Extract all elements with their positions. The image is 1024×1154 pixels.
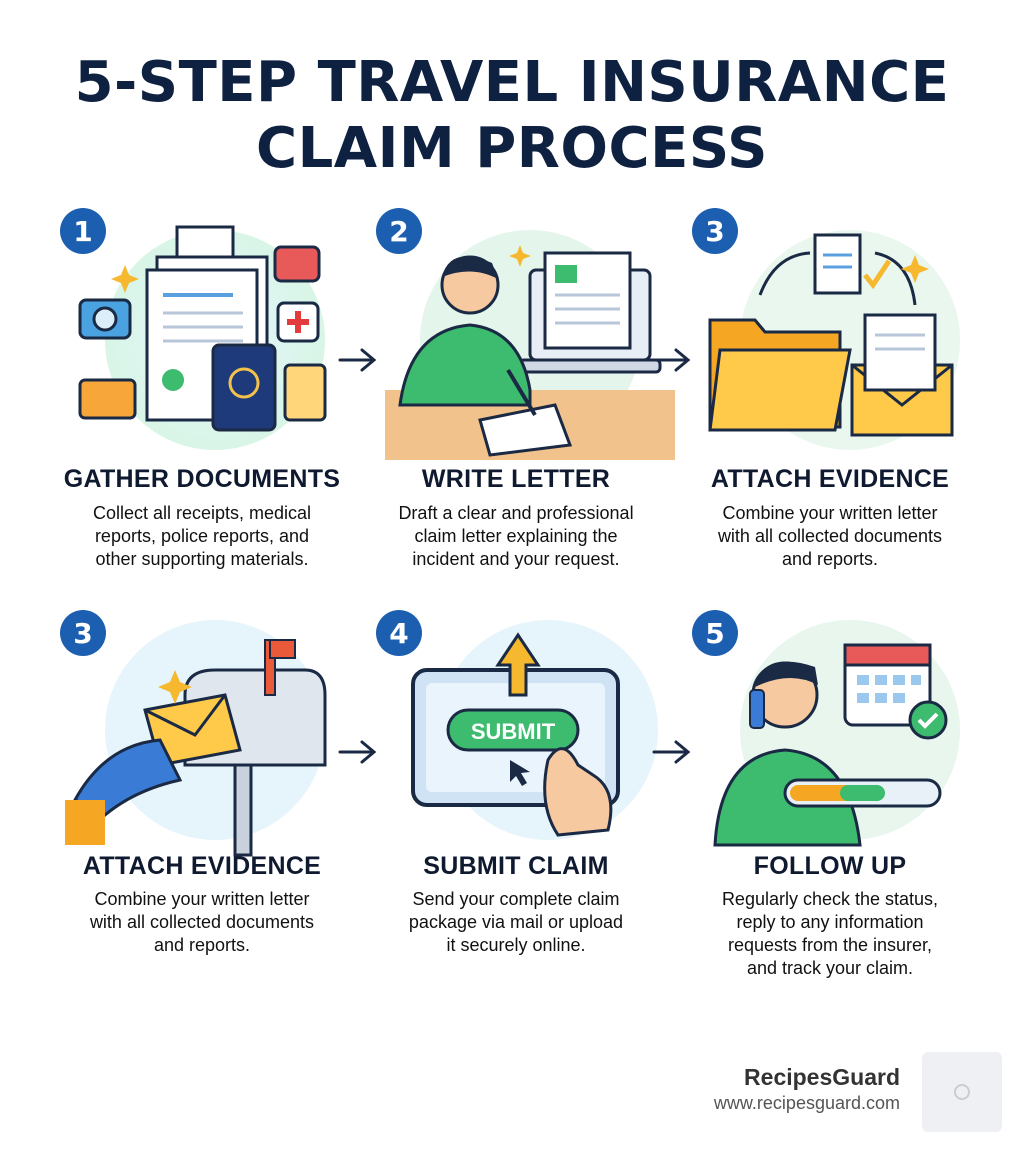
page-title: 5-STEP TRAVEL INSURANCE CLAIM PROCESS [0,50,1024,182]
desc-line: Combine your written letter [722,503,938,523]
step-title: FOLLOW UP [753,852,907,880]
desc-line: Send your complete claim [412,889,620,909]
title-line-2: CLAIM PROCESS [256,116,768,181]
desc-line: reply to any information [736,912,924,932]
arrow-right-icon [338,346,378,374]
step-title: ATTACH EVIDENCE [710,465,950,493]
desc-line: Draft a clear and professional [398,503,634,523]
step-title: WRITE LETTER [421,465,611,493]
desc-line: Collect all receipts, medical [92,503,312,523]
step-badge: 1 [60,208,106,254]
arrow-right-icon [652,738,692,766]
desc-line: with all collected documents [717,526,943,546]
brand-url[interactable]: www.recipesguard.com [713,1093,900,1113]
step-description: Combine your written letter with all col… [680,502,980,571]
brand-name: RecipesGuard [744,1064,900,1090]
submit-button[interactable]: SUBMIT [470,719,556,744]
brand-logo-icon [922,1052,1002,1132]
step-badge: 2 [376,208,422,254]
step-description: Collect all receipts, medical reports, p… [52,502,352,571]
desc-line: and track your claim. [746,958,914,978]
desc-line: and reports. [781,549,879,569]
title-line-1: 5-STEP TRAVEL INSURANCE [74,50,950,115]
step-description: Regularly check the status, reply to any… [680,888,980,980]
desc-line: requests from the insurer, [727,935,933,955]
desc-line: with all collected documents [89,912,315,932]
step-description: Send your complete claim package via mai… [366,888,666,957]
step-badge: 4 [376,610,422,656]
step-description: Combine your written letter with all col… [52,888,352,957]
phone-calendar-icon [700,615,1000,865]
step-badge: 3 [60,610,106,656]
desc-line: it securely online. [446,935,586,955]
step-badge: 5 [692,610,738,656]
desc-line: reports, police reports, and [94,526,310,546]
desc-line: Regularly check the status, [721,889,939,909]
laptop-writing-icon [380,215,680,465]
desc-line: incident and your request. [412,549,620,569]
step-title: ATTACH EVIDENCE [82,852,322,880]
desc-line: package via mail or upload [408,912,624,932]
mailbox-icon [65,615,365,865]
step-title: GATHER DOCUMENTS [63,465,341,493]
desc-line: and reports. [153,935,251,955]
step-badge: 3 [692,208,738,254]
folder-envelope-icon [700,215,1000,465]
brand: RecipesGuard www.recipesguard.com [714,1064,900,1114]
desc-line: Combine your written letter [94,889,310,909]
step-description: Draft a clear and professional claim let… [366,502,666,571]
step-title: SUBMIT CLAIM [423,852,609,880]
desc-line: other supporting materials. [95,549,309,569]
arrow-right-icon [652,346,692,374]
documents-icon [65,215,365,465]
arrow-right-icon [338,738,378,766]
tablet-submit-icon [398,615,698,865]
desc-line: claim letter explaining the [414,526,618,546]
